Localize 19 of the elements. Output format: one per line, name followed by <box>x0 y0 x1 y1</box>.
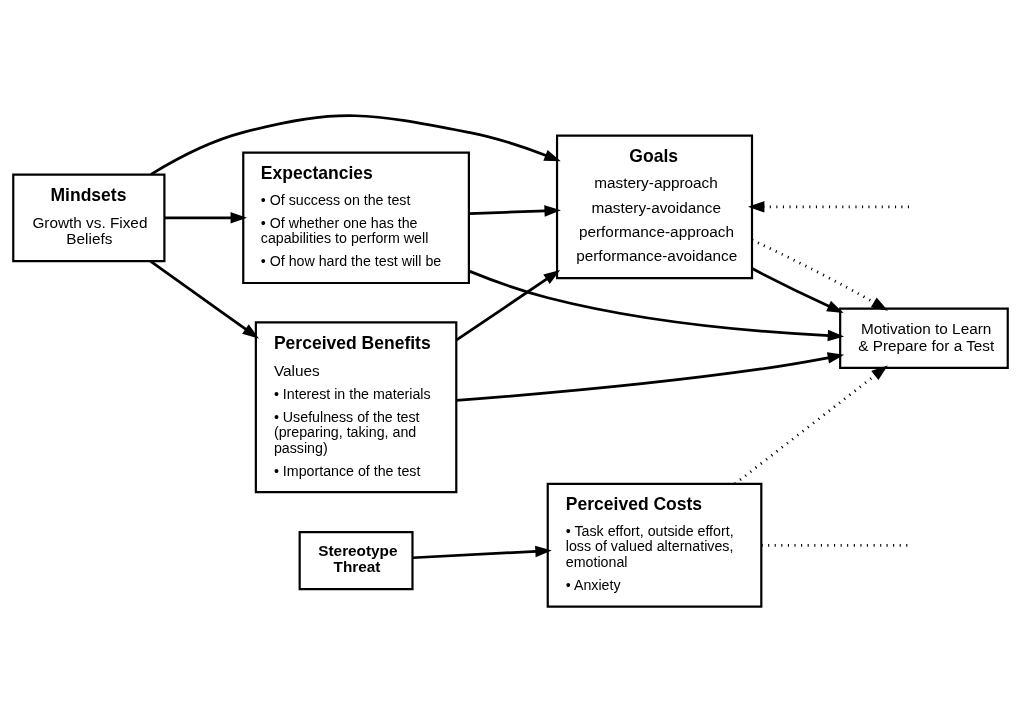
arrow <box>751 266 844 313</box>
arrow <box>747 200 912 213</box>
arrow <box>734 364 888 485</box>
node-box: Goals mastery-approach mastery-avoidance performance-approach performance-avoidance <box>555 134 754 279</box>
node-box: Stereotype Threat <box>298 530 414 590</box>
arrow <box>456 351 845 402</box>
arrow <box>455 269 561 341</box>
node-box: Expectancies • Of success on the test • Of whether one has the capabilities to perform well • Of how hard the test will be <box>242 151 470 284</box>
arrow <box>149 259 259 339</box>
arrow <box>150 113 561 176</box>
node-box: Motivation to Learn & Prepare for a Test <box>839 307 1009 369</box>
arrow <box>164 211 248 224</box>
node-box: Mindsets Growth vs. Fixed Beliefs <box>12 172 166 262</box>
arrow <box>468 269 845 341</box>
arrow <box>469 204 561 217</box>
arrow <box>412 545 552 559</box>
node-box: Perceived Benefits Values • Interest in the materials • Usefulness of the test (preparing, taking, and passing) • Importance of the test <box>254 320 458 493</box>
node-box: Perceived Costs • Task effort, outside effort, loss of valued alternatives, emotional • Anxiety <box>546 482 763 608</box>
arrow <box>751 238 888 311</box>
